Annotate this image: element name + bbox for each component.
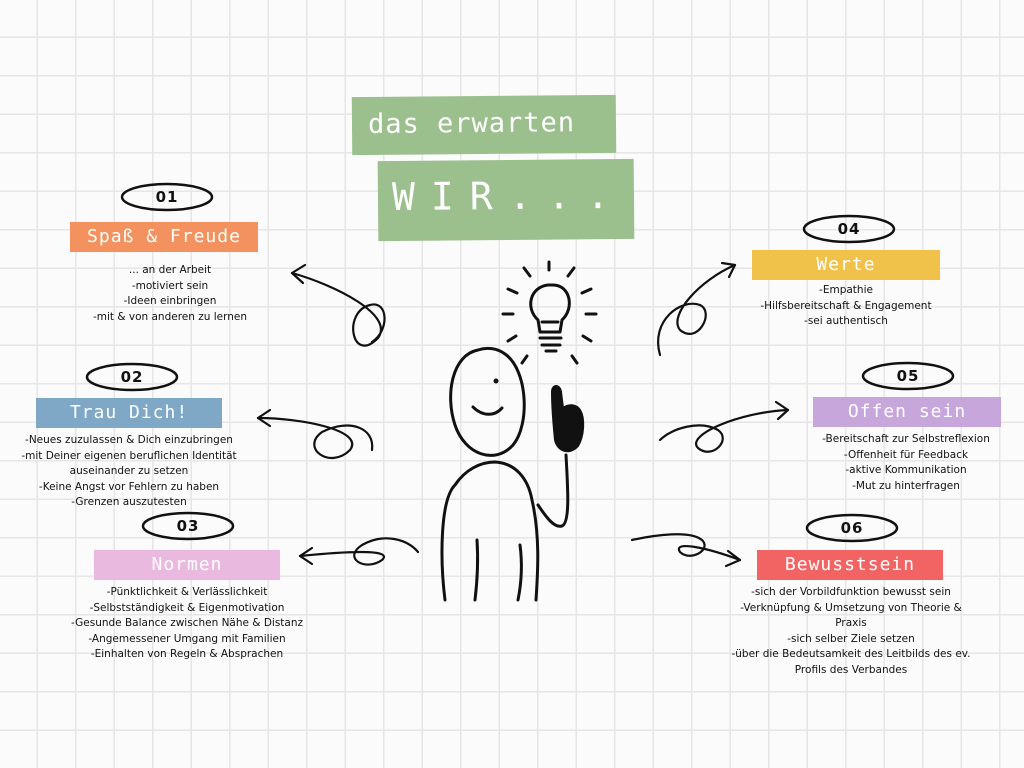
person-icon — [440, 346, 585, 602]
description-line: -Verknüpfung & Umsetzung von Theorie & — [740, 601, 962, 614]
description-line: -sich der Vorbildfunktion bewusst sein — [751, 586, 951, 598]
description-line: -Selbstständigkeit & Eigenmotivation — [89, 601, 285, 614]
description-line: -sei authentisch — [804, 315, 888, 327]
description-line: -Angemessener Umgang mit Familien — [88, 632, 286, 645]
item-number: 01 — [155, 188, 179, 206]
number-badge-01: 01 — [120, 182, 214, 212]
description-line: -aktive Kommunikation — [845, 464, 967, 476]
number-badge-06: 06 — [805, 513, 899, 543]
item-description-05: -Bereitschaft zur Selbstreflexion -Offen… — [796, 432, 1016, 494]
description-line: -mit Deiner eigenen beruflichen Identitä… — [21, 449, 237, 462]
description-line: -Keine Angst vor Fehlern zu haben — [38, 480, 220, 493]
circle-scribble-icon — [120, 182, 214, 212]
description-line: -sich selber Ziele setzen — [787, 632, 915, 645]
item-description-04: -Empathie -Hilfsbereitschaft & Engagemen… — [736, 283, 956, 330]
item-description-06: -sich der Vorbildfunktion bewusst sein -… — [720, 585, 982, 678]
item-label: Trau Dich! — [69, 402, 189, 423]
item-number: 06 — [840, 519, 864, 537]
description-line: -Einhalten von Regeln & Absprachen — [90, 648, 284, 660]
description-line: -Offenheit für Feedback — [843, 448, 969, 461]
description-line: auseinander zu setzen — [69, 465, 189, 477]
number-badge-05: 05 — [861, 361, 955, 391]
label-box-06: Bewusstsein — [757, 550, 943, 580]
description-line: -Neues zuzulassen & Dich einzubringen — [25, 434, 233, 446]
item-label: Spaß & Freude — [87, 226, 241, 247]
description-line: -über die Bedeutsamkeit des Leitbilds de… — [731, 648, 971, 660]
description-line: Profils des Verbandes — [794, 663, 908, 676]
label-box-04: Werte — [752, 250, 940, 280]
circle-scribble-icon — [861, 361, 955, 391]
number-badge-04: 04 — [802, 214, 896, 244]
item-label: Werte — [816, 254, 876, 275]
circle-scribble-icon — [802, 214, 896, 244]
arrow-icon-03 — [298, 537, 420, 566]
item-description-01: ... an der Arbeit -motiviert sein -Ideen… — [60, 263, 280, 325]
description-line: -Hilfsbereitschaft & Engagement — [760, 299, 932, 312]
description-line: ... an der Arbeit — [128, 264, 212, 276]
description-line: -Bereitschaft zur Selbstreflexion — [822, 433, 990, 445]
item-number: 04 — [837, 220, 861, 238]
circle-scribble-icon — [141, 511, 235, 541]
item-label: Bewusstsein — [784, 554, 916, 575]
arrow-icon-04 — [657, 261, 737, 357]
number-badge-02: 02 — [85, 362, 179, 392]
item-number: 03 — [176, 517, 200, 535]
arrow-icon-06 — [630, 533, 742, 568]
number-badge-03: 03 — [141, 511, 235, 541]
description-line: -mit & von anderen zu lernen — [92, 310, 248, 323]
label-box-02: Trau Dich! — [36, 398, 222, 428]
arrow-icon-02 — [256, 408, 374, 460]
item-label: Normen — [151, 554, 223, 575]
item-number: 02 — [120, 368, 144, 386]
label-box-05: Offen sein — [813, 397, 1001, 427]
circle-scribble-icon — [85, 362, 179, 392]
item-description-03: -Pünktlichkeit & Verlässlichkeit -Selbst… — [52, 585, 322, 663]
description-line: -Grenzen auszutesten — [71, 496, 187, 508]
item-number: 05 — [896, 367, 920, 385]
description-line: Praxis — [835, 617, 867, 629]
label-box-01: Spaß & Freude — [70, 222, 258, 252]
circle-scribble-icon — [805, 513, 899, 543]
description-line: -Gesunde Balance zwischen Nähe & Distanz — [70, 617, 304, 629]
arrow-icon-01 — [290, 263, 386, 347]
description-line: -Ideen einbringen — [123, 295, 217, 307]
light-bulb-icon — [501, 260, 598, 365]
item-label: Offen sein — [847, 401, 967, 422]
description-line: -Pünktlichkeit & Verlässlichkeit — [106, 586, 268, 598]
arrow-icon-05 — [658, 400, 790, 453]
description-line: -Empathie — [819, 284, 873, 296]
item-description-02: -Neues zuzulassen & Dich einzubringen -m… — [14, 433, 244, 511]
description-line: -motiviert sein — [131, 279, 209, 292]
label-box-03: Normen — [94, 550, 280, 580]
description-line: -Mut zu hinterfragen — [852, 479, 960, 492]
